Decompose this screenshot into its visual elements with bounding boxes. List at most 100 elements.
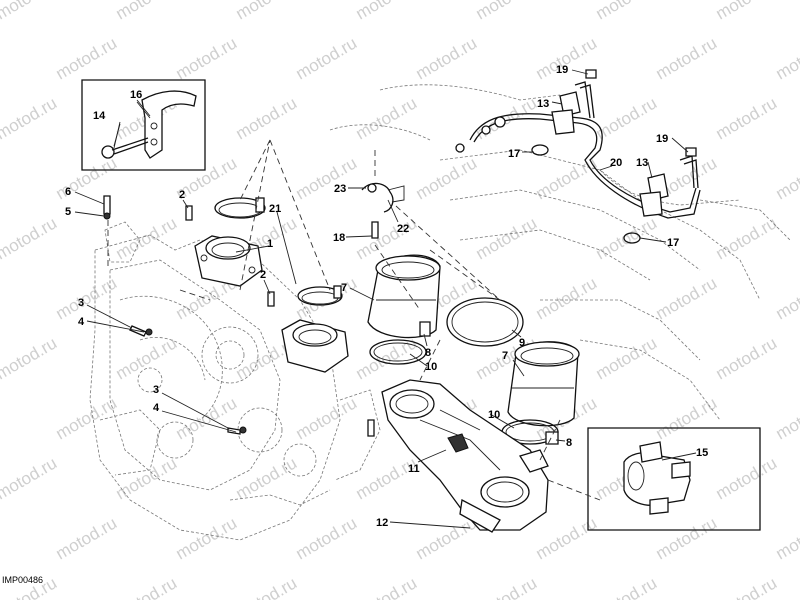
- watermark-text: motod.ru: [413, 33, 481, 83]
- watermark-text: motod.ru: [593, 0, 661, 23]
- fuel-rail: [455, 69, 701, 244]
- watermark-text: motod.ru: [473, 213, 541, 263]
- callout-17-upper: 17: [508, 148, 520, 160]
- callout-8-left: 8: [425, 347, 431, 359]
- watermark-text: motod.ru: [353, 93, 421, 143]
- watermark-text: motod.ru: [53, 33, 121, 83]
- watermark-text: motod.ru: [773, 513, 800, 563]
- watermark-text: motod.ru: [593, 333, 661, 383]
- watermark-text: motod.ru: [713, 213, 781, 263]
- watermark-text: motod.ru: [113, 0, 181, 23]
- watermark-text: motod.ru: [413, 513, 481, 563]
- clamp-upper: [214, 197, 266, 219]
- callout-12: 12: [376, 517, 388, 529]
- callout-4-lower: 4: [153, 402, 160, 414]
- watermark-text: motod.ru: [653, 33, 721, 83]
- watermark-text: motod.ru: [773, 273, 800, 323]
- watermark-text: motod.ru: [593, 573, 661, 600]
- watermark-text: motod.ru: [293, 393, 361, 443]
- watermark-text: motod.ru: [593, 213, 661, 263]
- callout-20: 20: [610, 157, 622, 169]
- watermark-text: motod.ru: [233, 453, 301, 503]
- callout-21: 21: [269, 203, 281, 215]
- watermark-text: motod.ru: [713, 573, 781, 600]
- watermark-text: motod.ru: [533, 273, 601, 323]
- watermark-text: motod.ru: [173, 513, 241, 563]
- watermark-text: motod.ru: [0, 0, 60, 23]
- callout-14: 14: [93, 110, 106, 122]
- watermark-text: motod.ru: [293, 153, 361, 203]
- watermark-text: motod.ru: [713, 93, 781, 143]
- callout-19-upper: 19: [556, 64, 568, 76]
- seal-ring-9: [446, 297, 524, 347]
- watermark-text: motod.ru: [473, 573, 541, 600]
- watermark-text: motod.ru: [0, 213, 60, 263]
- callout-13-lower: 13: [636, 157, 648, 169]
- bolts: [103, 195, 379, 437]
- watermark-text: motod.ru: [233, 93, 301, 143]
- callout-5: 5: [65, 206, 71, 218]
- watermark-text: motod.ru: [0, 453, 60, 503]
- watermark-text: motod.ru: [113, 333, 181, 383]
- callout-3-lower: 3: [153, 384, 159, 396]
- callout-10-left: 10: [425, 361, 437, 373]
- watermark-text: motod.ru: [713, 0, 781, 23]
- intake-adapter-upper: [194, 235, 263, 287]
- watermark-text: motod.ru: [293, 33, 361, 83]
- watermark-text: motod.ru: [773, 153, 800, 203]
- watermark-text: motod.ru: [773, 393, 800, 443]
- callout-8-right: 8: [566, 437, 572, 449]
- callout-7-right: 7: [502, 350, 508, 362]
- watermark-text: motod.ru: [53, 513, 121, 563]
- clamp-lower: [297, 285, 343, 306]
- callout-2-upper: 2: [179, 189, 185, 201]
- watermark-text: motod.ru: [653, 393, 721, 443]
- o-ring-left: [369, 339, 427, 365]
- throttle-body: [381, 379, 549, 533]
- callout-2-lower: 2: [260, 269, 266, 281]
- callout-10-right: 10: [488, 409, 500, 421]
- callout-19-lower: 19: [656, 133, 668, 145]
- watermark-text: motod.ru: [653, 273, 721, 323]
- watermark-text: motod.ru: [173, 393, 241, 443]
- flange-right: [507, 341, 580, 427]
- callout-22: 22: [397, 223, 409, 235]
- callout-4-upper: 4: [78, 316, 85, 328]
- watermark-text: motod.ru: [413, 153, 481, 203]
- callout-6: 6: [65, 186, 71, 198]
- watermark-text: motod.ru: [113, 213, 181, 263]
- watermark-text: motod.ru: [0, 333, 60, 383]
- callout-9: 9: [519, 337, 525, 349]
- watermark-text: motod.ru: [293, 513, 361, 563]
- callout-18: 18: [333, 232, 345, 244]
- callout-16: 16: [130, 89, 142, 101]
- watermark-text: motod.ru: [473, 0, 541, 23]
- intake-adapter-lower: [281, 319, 349, 373]
- engine-block: [89, 84, 791, 541]
- callout-11: 11: [408, 463, 420, 475]
- watermark-text: motod.ru: [113, 573, 181, 600]
- watermark-text: motod.ru: [353, 0, 421, 23]
- watermark-text: motod.ru: [233, 573, 301, 600]
- watermark-text: motod.ru: [233, 0, 301, 23]
- watermark-text: motod.ru: [173, 33, 241, 83]
- clip-assembly: [361, 182, 405, 213]
- callout-labels: 14 16 6 5 2 21 1 2 3 4 3 4 23 22 18 7 8 …: [65, 64, 708, 529]
- callout-7-left: 7: [341, 282, 347, 294]
- callout-3-upper: 3: [78, 297, 84, 309]
- leader-lines: [74, 69, 697, 529]
- callout-15: 15: [696, 447, 708, 459]
- inset-sensor-box: [587, 427, 761, 531]
- assembly-lines: [107, 139, 601, 501]
- inset-bracket-box: [81, 79, 206, 171]
- callout-23: 23: [334, 183, 346, 195]
- watermark-text: motod.ru: [653, 513, 721, 563]
- watermark-text: motod.ru: [353, 453, 421, 503]
- callout-13-upper: 13: [537, 98, 549, 110]
- watermark-text: motod.ru: [533, 513, 601, 563]
- watermark-text: motod.ru: [713, 453, 781, 503]
- callout-1: 1: [267, 238, 273, 250]
- watermark-text: motod.ru: [0, 93, 60, 143]
